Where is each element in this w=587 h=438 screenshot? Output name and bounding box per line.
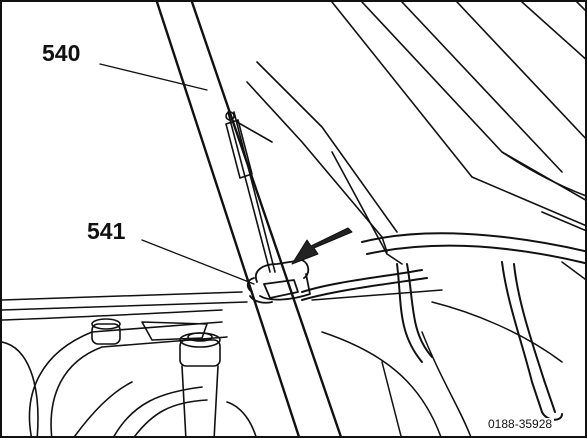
firewall: [2, 289, 443, 321]
reservoir: [2, 318, 257, 436]
leader-line-541: [141, 239, 255, 285]
hood-support-strut: [155, 2, 342, 436]
figure-code: 0188-35928: [486, 417, 555, 431]
engine-compartment: [321, 261, 585, 436]
retaining-rod: [225, 111, 276, 273]
callout-541: 541: [87, 218, 126, 244]
pointer-arrow: [291, 227, 353, 265]
retaining-clip: [246, 259, 311, 304]
leader-lines: [99, 63, 255, 285]
hood-panel: [331, 2, 585, 232]
callout-540: 540: [42, 40, 81, 66]
leader-line-540: [99, 63, 208, 91]
hood-frame: [236, 61, 403, 265]
wiring-harness: [301, 232, 585, 421]
